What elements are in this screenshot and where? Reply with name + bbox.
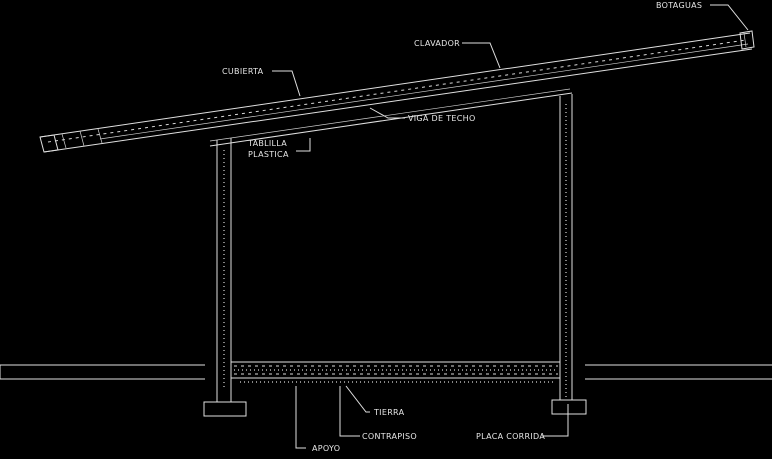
label-apoyo: APOYO <box>312 444 340 453</box>
label-clavador: CLAVADOR <box>414 39 460 48</box>
floor-slab <box>231 361 560 383</box>
roof-eave <box>39 128 103 153</box>
leader-lines <box>272 4 749 449</box>
label-placa-corrida: PLACA CORRIDA <box>476 432 545 441</box>
right-wall <box>559 94 573 400</box>
left-footing <box>203 392 247 417</box>
label-tablilla-line2: PLASTICA <box>248 150 289 159</box>
botaguas-flashing <box>739 30 755 50</box>
label-botaguas: BOTAGUAS <box>656 1 702 10</box>
roof-assembly <box>39 32 753 153</box>
label-cubierta: CUBIERTA <box>222 67 264 76</box>
label-contrapiso: CONTRAPISO <box>362 432 417 441</box>
right-footing <box>551 399 587 415</box>
label-tierra: TIERRA <box>373 408 405 417</box>
ground-line <box>0 364 772 380</box>
label-tablilla-line1: TABLILLA <box>247 139 287 148</box>
left-wall <box>216 138 232 392</box>
label-viga-techo: VIGA DE TECHO <box>408 114 476 123</box>
